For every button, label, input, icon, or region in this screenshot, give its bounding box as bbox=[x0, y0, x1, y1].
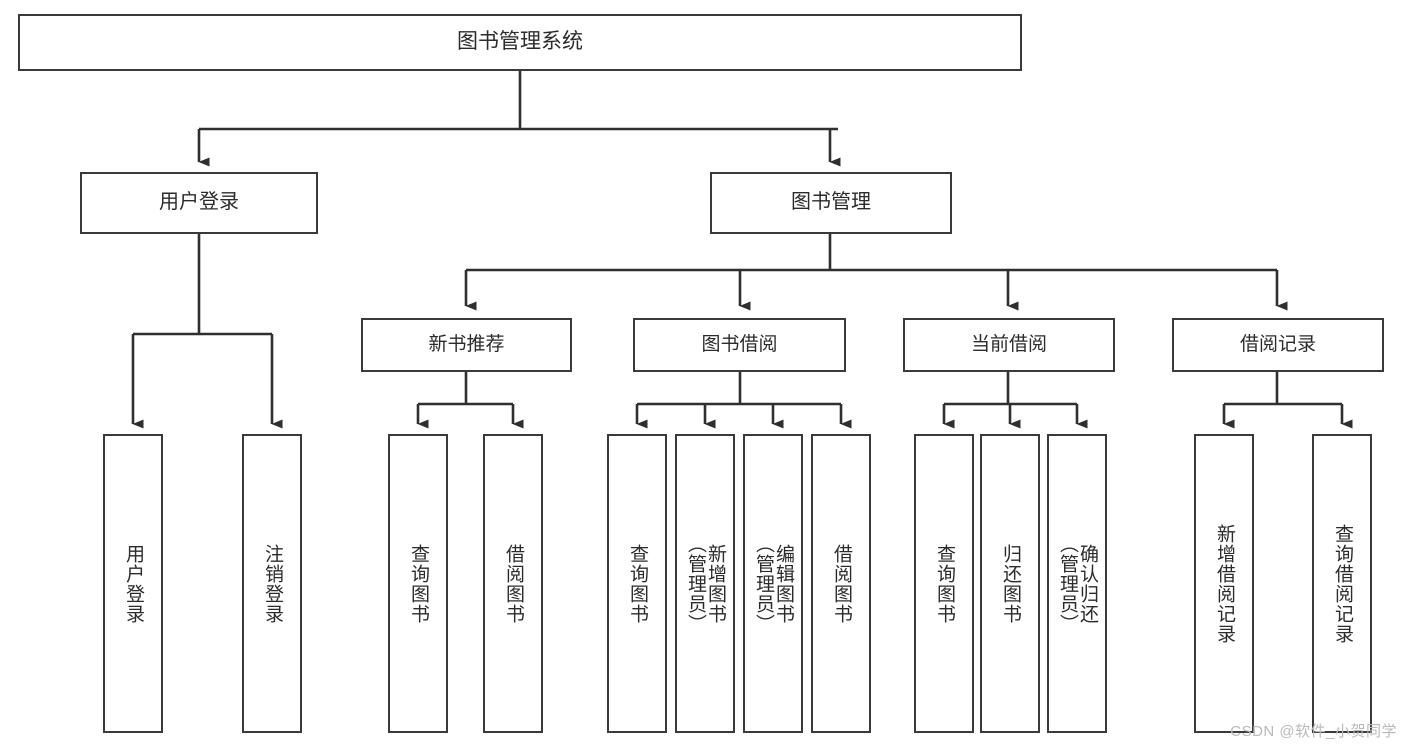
node-leaf-borrow-book-recommend[interactable]: 借阅图书 bbox=[483, 434, 543, 733]
node-label: 新书推荐 bbox=[428, 333, 505, 355]
node-label: 查询图书 bbox=[933, 543, 955, 624]
node-leaf-query-book-recommend[interactable]: 查询图书 bbox=[388, 434, 448, 733]
csdn-watermark: CSDN @软件_小贺同学 bbox=[1230, 723, 1397, 740]
node-leaf-query-borrow-record[interactable]: 查询借阅记录 bbox=[1312, 434, 1372, 733]
node-label: 图书借阅 bbox=[701, 333, 778, 355]
node-leaf-add-borrow-record[interactable]: 新增借阅记录 bbox=[1194, 434, 1254, 733]
node-label: 图书管理系统 bbox=[457, 30, 583, 54]
node-label: 借阅图书 bbox=[830, 543, 852, 624]
node-label: 查询图书 bbox=[626, 543, 648, 624]
node-borrow-record[interactable]: 借阅记录 bbox=[1172, 318, 1384, 372]
node-label: 当前借阅 bbox=[970, 333, 1047, 355]
node-label: 借阅图书 bbox=[502, 543, 524, 624]
node-book-management[interactable]: 图书管理 bbox=[710, 172, 952, 234]
node-label: 新增借阅记录 bbox=[1213, 523, 1235, 644]
node-leaf-return-book[interactable]: 归还图书 bbox=[980, 434, 1040, 733]
node-label: 注销登录 bbox=[261, 543, 283, 624]
node-leaf-confirm-return-admin[interactable]: 确认归还 （管理员） bbox=[1047, 434, 1107, 733]
node-leaf-add-book-admin[interactable]: 新增图书 （管理员） bbox=[675, 434, 735, 733]
node-book-borrow[interactable]: 图书借阅 bbox=[633, 318, 846, 372]
node-root-book-management-system[interactable]: 图书管理系统 bbox=[18, 14, 1022, 71]
node-label: 查询图书 bbox=[407, 543, 429, 624]
node-label: 用户登录 bbox=[159, 191, 239, 214]
node-leaf-edit-book-admin[interactable]: 编辑图书 （管理员） bbox=[743, 434, 803, 733]
node-user-login[interactable]: 用户登录 bbox=[80, 172, 318, 234]
node-leaf-query-book-current[interactable]: 查询图书 bbox=[914, 434, 974, 733]
node-label: 用户登录 bbox=[122, 543, 144, 624]
node-current-borrow[interactable]: 当前借阅 bbox=[903, 318, 1115, 372]
node-leaf-borrow-book[interactable]: 借阅图书 bbox=[811, 434, 871, 733]
node-label: 确认归还 （管理员） bbox=[1057, 533, 1098, 634]
node-new-book-recommend[interactable]: 新书推荐 bbox=[361, 318, 572, 372]
node-label: 查询借阅记录 bbox=[1331, 523, 1353, 644]
node-label: 借阅记录 bbox=[1239, 333, 1316, 355]
node-label: 图书管理 bbox=[791, 191, 871, 214]
node-label: 新增图书 （管理员） bbox=[685, 533, 726, 634]
node-leaf-query-book-borrow[interactable]: 查询图书 bbox=[607, 434, 667, 733]
node-label: 编辑图书 （管理员） bbox=[753, 533, 794, 634]
node-leaf-logout[interactable]: 注销登录 bbox=[242, 434, 302, 733]
node-leaf-user-login[interactable]: 用户登录 bbox=[103, 434, 163, 733]
node-label: 归还图书 bbox=[999, 543, 1021, 624]
